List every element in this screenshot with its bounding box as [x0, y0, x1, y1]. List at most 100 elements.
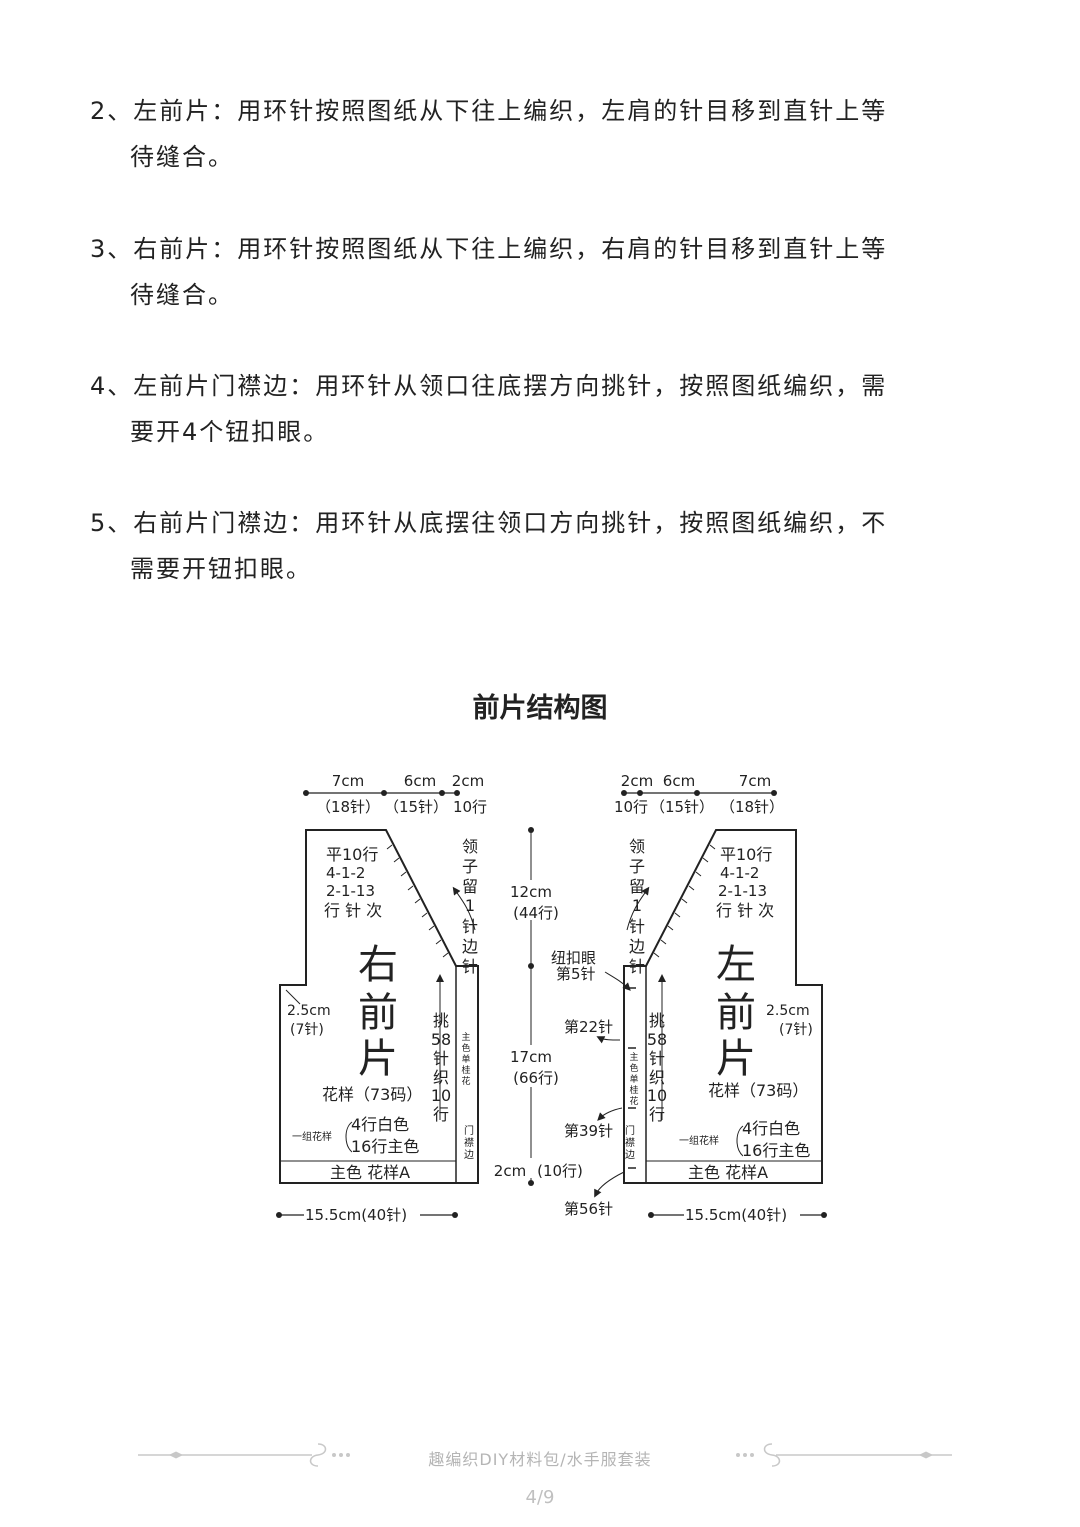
svg-text:门: 门 — [625, 1124, 635, 1137]
svg-text:色: 色 — [461, 1042, 470, 1054]
svg-text:10: 10 — [431, 1086, 451, 1105]
center-dimensions: 12cm (44行) 17cm (66行) 2cm (10行) — [492, 827, 592, 1186]
svg-text:子: 子 — [629, 857, 645, 876]
svg-text:色: 色 — [629, 1062, 638, 1074]
dim-15-stitches: （15针） — [650, 798, 714, 816]
svg-text:子: 子 — [462, 857, 478, 876]
dec-line-4: 行 针 次 — [324, 901, 382, 920]
pattern-label: 花样（73码） — [322, 1085, 422, 1104]
svg-text:左: 左 — [716, 942, 756, 988]
group-label: 一组花样 — [679, 1134, 719, 1147]
svg-text:边: 边 — [629, 937, 645, 956]
height-2cm: 2cm — [494, 1162, 526, 1180]
dec-line-2: 4-1-2 — [326, 864, 365, 882]
step-text-line2: 待缝合。 — [130, 281, 234, 309]
band-note: 主 色 单 桂 花 — [629, 1051, 638, 1107]
svg-text:片: 片 — [716, 1036, 756, 1082]
svg-text:1: 1 — [465, 896, 475, 915]
step-4: 4、左前片门襟边：用环针从领口往底摆方向挑针，按照图纸编织，需 要开4个钮扣眼。 — [90, 363, 950, 455]
svg-text:片: 片 — [358, 1036, 398, 1082]
svg-text:针: 针 — [462, 917, 478, 936]
step-text-line1: 左前片门襟边：用环针从领口往底摆方向挑针，按照图纸编织，需 — [133, 372, 888, 400]
svg-text:单: 单 — [629, 1073, 638, 1085]
svg-text:1: 1 — [632, 896, 642, 915]
svg-text:挑: 挑 — [433, 1011, 449, 1030]
svg-text:行: 行 — [433, 1105, 449, 1124]
footer-ornament-left — [138, 1443, 350, 1467]
piece-name: 左 前 片 — [716, 942, 756, 1082]
svg-text:单: 单 — [461, 1053, 470, 1065]
buttonhole-notes: 纽扣眼 第5针 第22针 第39针 第56针 — [551, 949, 613, 1218]
buttonhole-label: 纽扣眼 — [551, 949, 596, 967]
svg-text:领: 领 — [462, 837, 478, 856]
svg-text:门: 门 — [464, 1124, 474, 1137]
dim-7cm: 7cm — [739, 772, 771, 790]
step-number: 3、 — [90, 235, 134, 263]
rows-white: 4行白色 — [742, 1119, 800, 1138]
dec-line-3: 2-1-13 — [718, 882, 767, 900]
svg-text:织: 织 — [649, 1068, 665, 1087]
dec-line-1: 平10行 — [720, 845, 772, 864]
step-text-line1: 左前片：用环针按照图纸从下往上编织，左肩的针目移到直针上等 — [133, 97, 888, 125]
band-note: 主 色 单 桂 花 — [461, 1031, 470, 1087]
neck-note: 领 子 留 1 针 边 针 — [629, 837, 645, 976]
width-label: 15.5cm(40针) — [305, 1206, 407, 1224]
svg-text:针: 针 — [462, 957, 478, 976]
svg-text:针: 针 — [629, 917, 645, 936]
side-stitches: (7针) — [779, 1022, 813, 1038]
svg-text:桂: 桂 — [629, 1084, 638, 1096]
step-text-line2: 需要开钮扣眼。 — [130, 555, 312, 583]
svg-text:行: 行 — [649, 1105, 665, 1124]
door-band-label: 门 襟 边 — [625, 1124, 635, 1161]
dec-line-3: 2-1-13 — [326, 882, 375, 900]
svg-text:58: 58 — [647, 1030, 667, 1049]
step-3: 3、右前片：用环针按照图纸从下往上编织，右肩的针目移到直针上等 待缝合。 — [90, 226, 950, 318]
svg-text:右: 右 — [358, 942, 398, 988]
pickup-note: 挑 58 针 织 10 行 — [647, 1011, 667, 1124]
svg-text:桂: 桂 — [461, 1064, 470, 1076]
svg-text:边: 边 — [464, 1149, 474, 1161]
group-label: 一组花样 — [292, 1130, 332, 1143]
rows-main: 16行主色 — [742, 1141, 810, 1160]
footer-ornament-right — [736, 1443, 952, 1467]
svg-text:针: 针 — [629, 957, 645, 976]
svg-text:边: 边 — [625, 1149, 635, 1161]
svg-text:58: 58 — [431, 1030, 451, 1049]
side-cm: 2.5cm — [287, 1003, 331, 1019]
dim-6cm: 6cm — [663, 772, 695, 790]
rows-main: 16行主色 — [351, 1137, 419, 1156]
svg-text:主: 主 — [629, 1051, 638, 1063]
stitch-5: 第5针 — [556, 965, 596, 983]
rows-white: 4行白色 — [351, 1115, 409, 1134]
svg-text:织: 织 — [433, 1068, 449, 1087]
step-text-line2: 要开4个钮扣眼。 — [130, 418, 330, 446]
svg-text:挑: 挑 — [649, 1011, 665, 1030]
rows-66: (66行) — [513, 1069, 559, 1087]
dim-18-stitches: （18针） — [720, 798, 784, 816]
svg-text:主: 主 — [461, 1031, 470, 1043]
dim-6cm: 6cm — [404, 772, 436, 790]
svg-text:留: 留 — [462, 877, 478, 896]
dim-10-rows: 10行 — [453, 798, 487, 816]
step-2: 2、左前片：用环针按照图纸从下往上编织，左肩的针目移到直针上等 待缝合。 — [90, 88, 950, 180]
side-stitches: (7针) — [290, 1022, 324, 1038]
svg-text:领: 领 — [629, 837, 645, 856]
svg-text:花: 花 — [461, 1075, 470, 1087]
svg-text:针: 针 — [433, 1049, 449, 1068]
step-number: 4、 — [90, 372, 134, 400]
rows-44: (44行) — [513, 904, 559, 922]
left-front-piece: 2cm 6cm 7cm 10行 （15针） （18针） 领 子 留 1 针 边 … — [551, 772, 827, 1224]
height-12cm: 12cm — [510, 883, 552, 901]
svg-text:襟: 襟 — [464, 1136, 474, 1149]
dec-line-1: 平10行 — [326, 845, 378, 864]
step-text-line1: 右前片门襟边：用环针从底摆往领口方向挑针，按照图纸编织，不 — [133, 509, 888, 537]
svg-text:10: 10 — [647, 1086, 667, 1105]
step-text-line1: 右前片：用环针按照图纸从下往上编织，右肩的针目移到直针上等 — [133, 235, 888, 263]
step-number: 2、 — [90, 97, 134, 125]
neck-note: 领 子 留 1 针 边 针 — [462, 837, 478, 976]
piece-name: 右 前 片 — [358, 942, 398, 1082]
right-front-piece: 7cm 6cm 2cm （18针） （15针） 10行 平10行 4-1-2 2… — [276, 772, 487, 1224]
svg-text:襟: 襟 — [625, 1136, 635, 1149]
dim-15-stitches: （15针） — [384, 798, 448, 816]
